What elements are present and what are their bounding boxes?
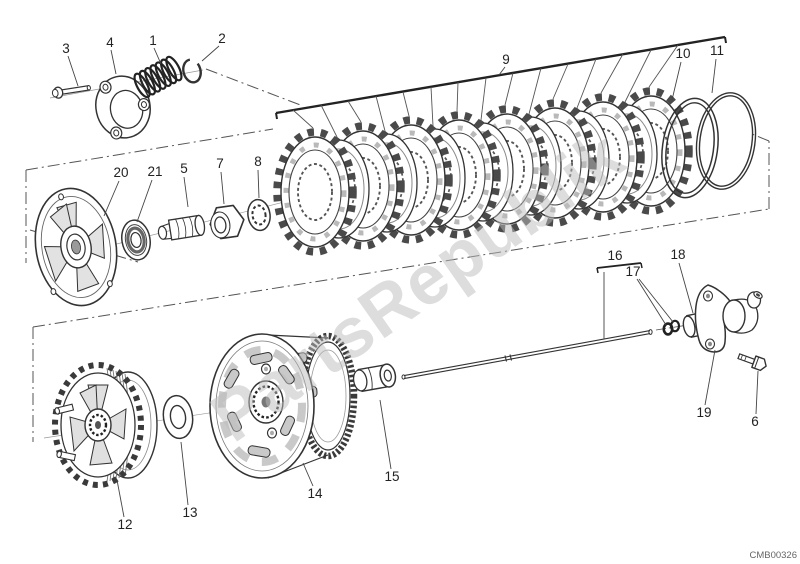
callout-14: 14 [307,486,323,501]
callout-labels: 1 2 3 4 5 6 7 8 9 10 11 12 13 14 15 16 1… [62,31,759,532]
callout-6: 6 [751,414,759,429]
part-actuating-cylinder-19 [694,284,763,353]
callout-1: 1 [149,33,157,48]
part-washer-13 [162,394,194,440]
callout-11: 11 [710,43,724,58]
callout-4: 4 [106,35,114,50]
callout-20: 20 [113,165,128,180]
callout-19: 19 [696,405,711,420]
clutch-plate [277,132,353,252]
leader-lines [67,45,759,518]
part-pressure-plate-20 [34,187,118,307]
part-pushrod-16 [401,329,653,380]
part-o-rings-17 [662,319,681,336]
callout-8: 8 [254,154,262,169]
part-nut-7 [209,204,245,240]
part-spacer-5 [157,214,206,241]
callout-21: 21 [147,164,162,179]
callout-3: 3 [62,41,70,56]
part-bearing-21 [121,219,151,261]
pushrod-bracket [596,262,643,274]
part-spring-1 [133,55,183,99]
callout-7: 7 [216,156,224,171]
callout-18: 18 [670,247,685,262]
part-o-ring-10 [661,97,719,199]
part-spline-washer-8 [247,198,271,232]
callout-2: 2 [218,31,226,46]
callout-5: 5 [180,161,188,176]
callout-16: 16 [607,248,622,263]
callout-9: 9 [502,52,510,67]
part-clutch-basket-14 [209,332,358,479]
callout-10: 10 [675,46,690,61]
callout-12: 12 [117,517,132,532]
part-clutch-hub-12 [52,362,158,488]
stack-bracket [275,35,727,120]
callout-13: 13 [182,505,197,520]
callout-15: 15 [384,469,399,484]
part-bushing-15 [352,363,397,393]
stack-leader-lines [292,44,679,138]
part-screw-3 [51,84,91,99]
part-screw-6 [737,353,767,372]
part-retainer-plate-4 [95,75,151,140]
drawing-code: CMB00326 [749,550,797,561]
part-o-ring-11 [695,92,757,190]
callout-17: 17 [625,264,640,279]
part-retaining-ring-2 [182,58,202,84]
